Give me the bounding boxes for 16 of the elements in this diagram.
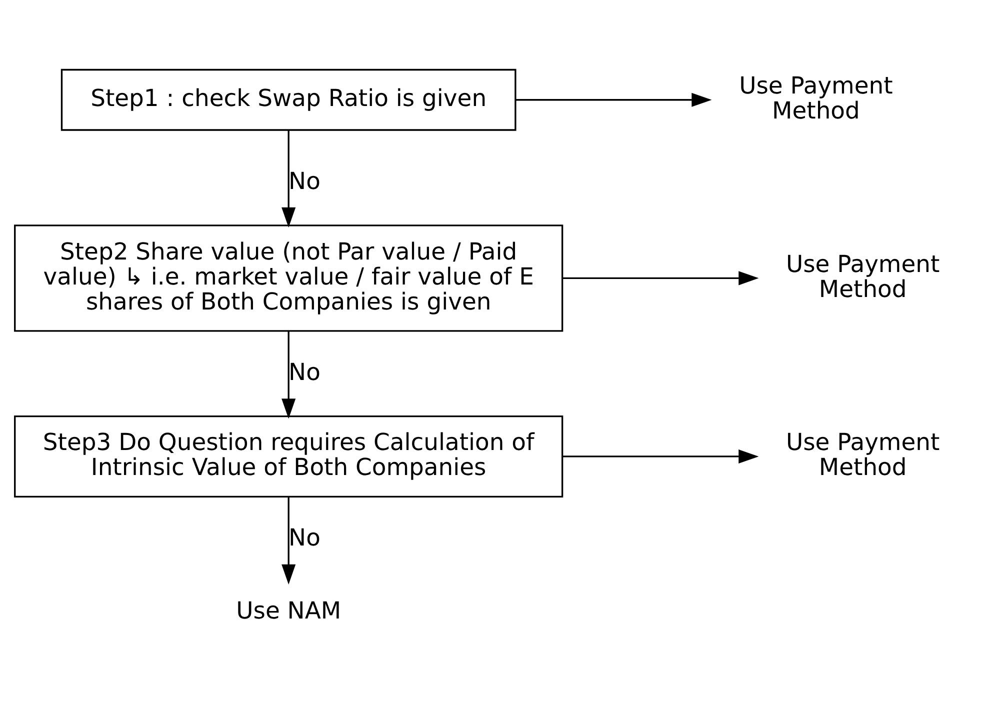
- node-text: Use Payment Method: [786, 249, 940, 302]
- node-text: Use Payment Method: [739, 71, 893, 124]
- node-box: Step2 Share value (not Par value / Paid value) ↳ i.e. market value / fair value of E shares of Both Companies is given: [14, 224, 564, 332]
- arrow: [562, 270, 759, 285]
- arrow: [282, 330, 296, 418]
- edge-label: No: [288, 523, 320, 552]
- node-box: Step1 : check Swap Ratio is given: [60, 68, 516, 130]
- node-text: Use Payment Method: [786, 428, 940, 481]
- arrow: [516, 92, 712, 106]
- edge-label: No: [288, 357, 320, 386]
- node-box: Step3 Do Question requires Calculation of Intrinsic Value of Both Companies: [14, 414, 564, 497]
- arrow: [282, 496, 296, 584]
- node-text: Use NAM: [236, 596, 342, 624]
- arrow: [282, 130, 296, 227]
- arrow: [562, 448, 759, 464]
- edge-label: No: [288, 166, 320, 194]
